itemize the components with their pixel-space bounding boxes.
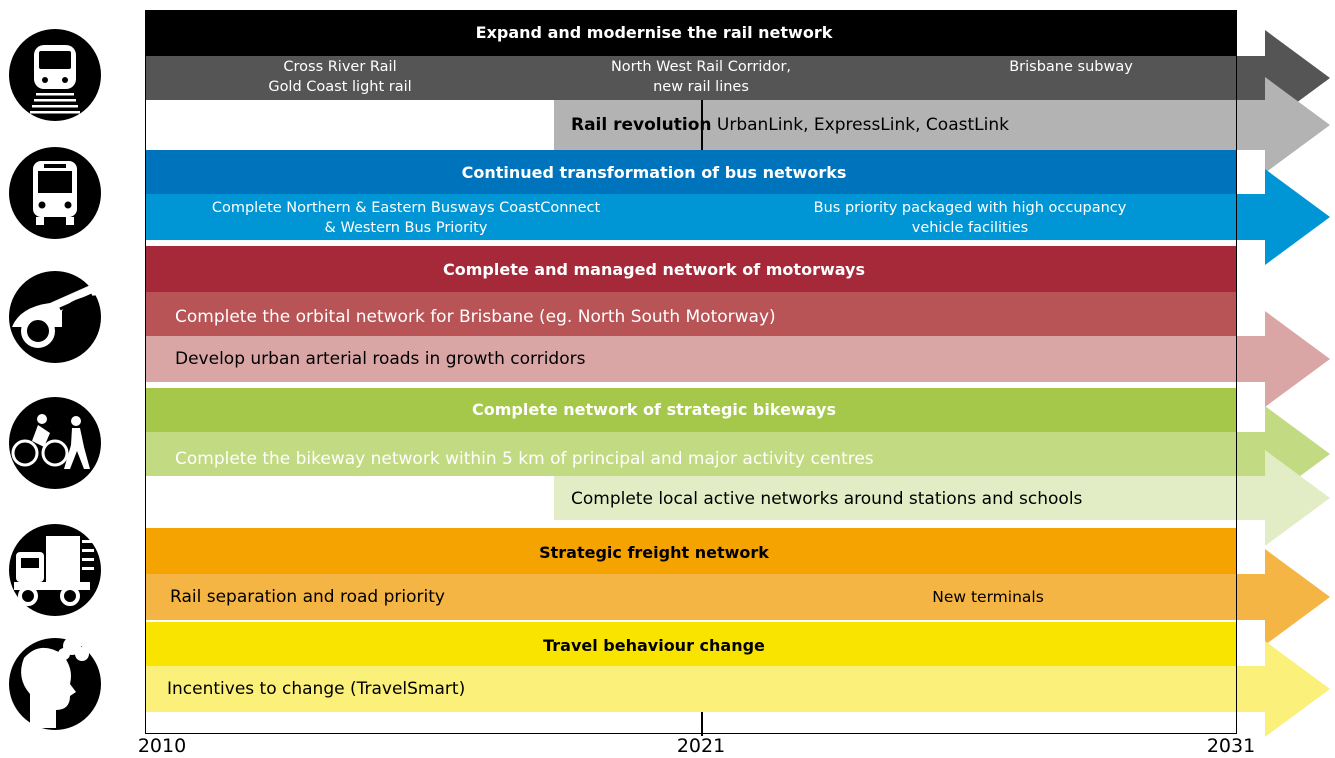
local-active-band (554, 476, 1265, 520)
behaviour-incentives-band (145, 666, 1265, 712)
midline-2021 (701, 42, 703, 56)
car-icon (9, 271, 101, 363)
local-active-arrowhead (1265, 450, 1330, 546)
motorway-header-label-0: Complete and managed network of motorway… (443, 260, 865, 279)
cyclist-pedestrian-icon (9, 397, 101, 489)
rail-revolution-band (554, 100, 1265, 150)
behaviour-incentives-label-0: Incentives to change (TravelSmart) (167, 679, 466, 699)
bus-projects-label-1: Bus priority packaged with high occupanc… (813, 200, 1127, 236)
behaviour-header-label-0: Travel behaviour change (543, 636, 765, 655)
bus-projects-label-0: Complete Northern & Eastern Busways Coas… (211, 200, 601, 236)
bus-header-label-0: Continued transformation of bus networks (461, 163, 847, 182)
freight-projects-label-0: Rail separation and road priority (170, 587, 445, 607)
bikeway-network-label-0: Complete the bikeway network within 5 km… (175, 449, 874, 469)
midline-2021-c (701, 712, 703, 736)
rail-projects-label-1: North West Rail Corridor,new rail lines (610, 59, 792, 95)
freight-projects-arrowhead (1265, 549, 1330, 645)
rail-revolution-label-0: Rail revolution UrbanLink, ExpressLink, … (571, 115, 1009, 135)
year-mid: 2021 (676, 735, 726, 757)
year-start: 2010 (137, 735, 187, 757)
behaviour-header-band (145, 622, 1237, 666)
rail-header-label-0: Expand and modernise the rail network (475, 23, 833, 42)
arterial-roads-band (145, 336, 1265, 382)
freight-header-band (145, 528, 1237, 574)
rail-header-band (145, 11, 1237, 56)
bus-projects-band (145, 194, 1265, 240)
bikeway-header-label-0: Complete network of strategic bikeways (472, 400, 836, 419)
train-icon (9, 29, 101, 121)
local-active-label-0: Complete local active networks around st… (571, 489, 1083, 509)
motorway-orbital-band (145, 292, 1237, 336)
bikeway-network-band (145, 432, 1265, 476)
motorway-header-band (145, 246, 1237, 292)
arterial-roads-label-0: Develop urban arterial roads in growth c… (175, 349, 586, 369)
arterial-roads-arrowhead (1265, 311, 1330, 407)
rail-revolution-label-bold: Rail revolution (571, 115, 712, 135)
year-end: 2031 (1206, 735, 1256, 757)
head-thought-icon (9, 637, 101, 730)
bus-icon (9, 147, 101, 239)
behaviour-incentives-arrowhead (1265, 641, 1330, 737)
rail-projects-band (145, 56, 1265, 100)
motorway-orbital-label-0: Complete the orbital network for Brisban… (175, 307, 776, 327)
bus-header-band (145, 150, 1237, 194)
midline-2021-b (701, 100, 703, 150)
bikeway-header-band (145, 388, 1237, 432)
freight-header-label-0: Strategic freight network (539, 543, 769, 562)
freight-projects-band (145, 574, 1265, 620)
icon-column (9, 29, 101, 730)
truck-icon (9, 524, 101, 616)
rail-revolution-arrowhead (1265, 77, 1330, 173)
rail-revolution-label-rest: UrbanLink, ExpressLink, CoastLink (711, 115, 1009, 135)
bus-projects-arrowhead (1265, 169, 1330, 265)
freight-projects-label-1: New terminals (932, 588, 1044, 606)
rail-projects-label-2: Brisbane subway (1009, 59, 1133, 75)
